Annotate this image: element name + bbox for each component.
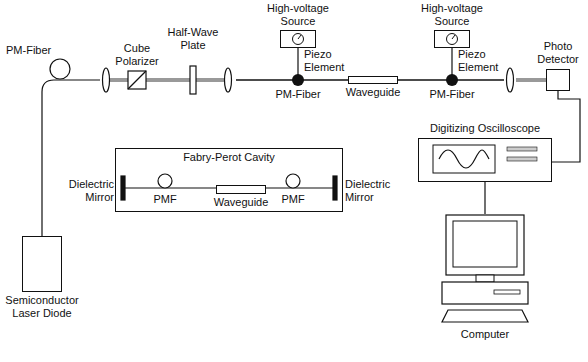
computer-icon <box>440 214 530 326</box>
digitizing-oscilloscope-shape <box>418 138 552 182</box>
node-label: High-voltage Source <box>262 2 334 28</box>
part-label: Piezo Element <box>304 48 354 74</box>
piezo-element <box>292 74 304 86</box>
part-label: PM-Fiber <box>266 88 330 101</box>
fabry-perot-inset: Fabry-Perot CavityWaveguide <box>115 148 343 212</box>
node-label: Photo Detector <box>532 40 584 66</box>
monitor-screen <box>453 221 517 267</box>
pm-fiber-from-laser <box>42 80 100 236</box>
piezo-wire <box>451 48 452 75</box>
computer: Computer <box>440 214 530 341</box>
output-beam <box>516 78 546 82</box>
meter-icon <box>281 31 315 47</box>
scope-screen <box>419 139 549 181</box>
high-voltage-source-shape <box>434 30 470 48</box>
part-label: Dielectric Mirror <box>345 178 407 204</box>
laser-diode-box-shape <box>22 236 62 292</box>
waveguide-box-shape <box>348 76 398 84</box>
lens <box>225 68 232 92</box>
part-label: Piezo Element <box>458 48 508 74</box>
dielectric-mirror <box>121 176 125 200</box>
high-voltage-source: High-voltage Source <box>262 2 334 48</box>
meter-needle <box>452 35 455 39</box>
screen <box>433 145 495 173</box>
meter-needle <box>298 35 301 39</box>
pmf-coil <box>158 174 172 188</box>
part-label: PMF <box>278 193 308 206</box>
signal-wire <box>484 182 485 214</box>
polarizer-diagonal <box>128 71 146 89</box>
sine-trace <box>439 150 489 168</box>
node-label: Computer <box>440 328 530 341</box>
node-label: High-voltage Source <box>416 2 488 28</box>
control-panel <box>507 157 537 161</box>
lens <box>103 68 110 92</box>
waveguide-box: Waveguide <box>343 76 403 99</box>
part-label: Dielectric Mirror <box>54 178 114 204</box>
waveguide-box-shape <box>216 185 266 194</box>
dielectric-mirror <box>333 176 337 200</box>
laser-diode-box: Semiconductor Laser Diode <box>2 236 82 320</box>
node-label: Waveguide <box>343 86 403 99</box>
monitor <box>446 215 524 275</box>
cube-polarizer <box>128 71 146 89</box>
control-panel <box>507 147 537 151</box>
free-space-beam <box>108 78 228 82</box>
half-wave-plate <box>190 66 196 94</box>
piezo-element <box>446 74 458 86</box>
node-label: Digitizing Oscilloscope <box>418 122 552 135</box>
drive-slot <box>494 290 520 294</box>
signal-wire <box>552 91 580 162</box>
meter-dial <box>293 34 304 45</box>
digitizing-oscilloscope: Digitizing Oscilloscope <box>418 122 552 182</box>
lens <box>507 68 514 92</box>
high-voltage-source: High-voltage Source <box>416 2 488 48</box>
node-label: Semiconductor Laser Diode <box>2 294 82 320</box>
waveguide-box: Waveguide <box>211 185 271 209</box>
part-label: PM-Fiber <box>420 88 484 101</box>
pmf-coil <box>286 174 300 188</box>
part-label: Cube Polarizer <box>110 42 164 68</box>
part-label: Half-Wave Plate <box>164 26 222 52</box>
node-label: Fabry-Perot Cavity <box>116 151 342 164</box>
monitor-stand <box>476 275 494 282</box>
piezo-wire <box>297 48 298 75</box>
node-label: Waveguide <box>211 196 271 209</box>
system-unit <box>442 282 528 304</box>
photo-detector: Photo Detector <box>532 40 584 91</box>
keyboard <box>442 310 528 322</box>
meter-icon <box>435 31 469 47</box>
meter-dial <box>447 34 458 45</box>
part-label: PM-Fiber <box>6 44 66 57</box>
computer-shape <box>440 214 530 326</box>
fiber-coil <box>50 59 70 79</box>
high-voltage-source-shape <box>280 30 316 48</box>
part-label: PMF <box>150 193 180 206</box>
photo-detector-shape <box>546 69 570 91</box>
